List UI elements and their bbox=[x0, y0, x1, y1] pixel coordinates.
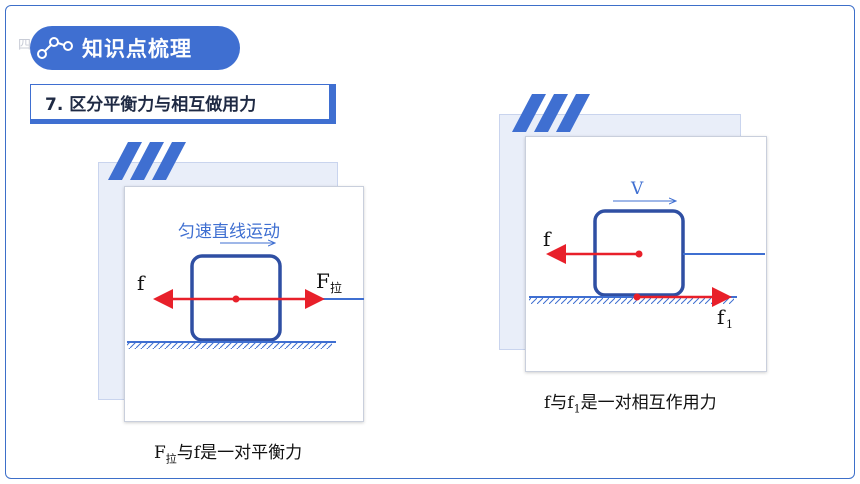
left-stripes bbox=[108, 142, 186, 180]
friction-label: f bbox=[137, 271, 146, 295]
balance-force-diagram: 匀速直线运动 f F 拉 bbox=[127, 222, 364, 349]
page-title: 知识点梳理 bbox=[82, 37, 192, 61]
reaction-label: f bbox=[717, 305, 726, 329]
pull-label: F bbox=[316, 269, 330, 293]
title-banner: 知识点梳理 bbox=[30, 26, 240, 70]
ground-hatch bbox=[127, 343, 332, 349]
friction-label: f bbox=[543, 227, 552, 251]
reaction-label-sub: 1 bbox=[726, 318, 733, 331]
section-heading-box: 7. 区分平衡力与相互做用力 bbox=[30, 84, 336, 124]
center-dot bbox=[635, 250, 643, 258]
pull-label-sub: 拉 bbox=[330, 280, 342, 295]
right-stripes bbox=[512, 94, 590, 132]
ghost-char: 四 bbox=[18, 38, 32, 53]
contact-dot bbox=[633, 293, 641, 301]
interaction-force-diagram: V f f 1 bbox=[529, 179, 765, 331]
ground-hatch bbox=[529, 298, 734, 304]
center-dot bbox=[232, 295, 240, 303]
left-caption: F拉与f是一对平衡力 bbox=[154, 443, 303, 466]
right-caption: f与f1是一对相互作用力 bbox=[544, 393, 717, 416]
motion-label: 匀速直线运动 bbox=[178, 222, 280, 242]
molecule-icon bbox=[30, 26, 82, 70]
section-heading: 7. 区分平衡力与相互做用力 bbox=[45, 94, 257, 115]
velocity-label: V bbox=[630, 179, 644, 199]
